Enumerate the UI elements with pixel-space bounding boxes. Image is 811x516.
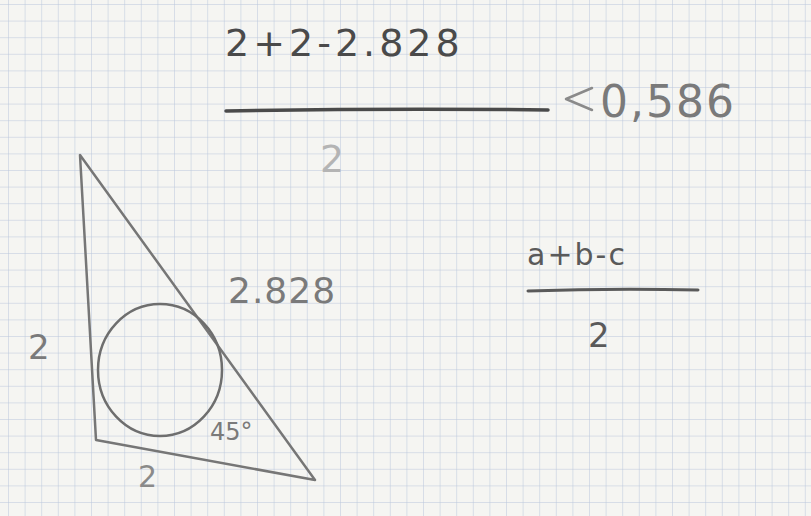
inscribed-circle	[98, 304, 222, 436]
fraction-bar	[226, 109, 548, 111]
denominator: 2	[320, 140, 344, 178]
side-length: 2.828	[228, 273, 336, 309]
result: 0,586	[600, 80, 736, 124]
formula-denominator: 2	[588, 318, 610, 352]
right-triangle	[80, 155, 315, 480]
numerator: 2+2-2.828	[225, 24, 464, 62]
angle-label: 45°	[210, 420, 253, 444]
side-length: 2	[138, 462, 157, 492]
fraction-bar	[528, 289, 698, 291]
side-length: 2	[28, 330, 50, 364]
arrow-mark	[566, 88, 592, 110]
formula-numerator: a+b-c	[527, 240, 627, 270]
